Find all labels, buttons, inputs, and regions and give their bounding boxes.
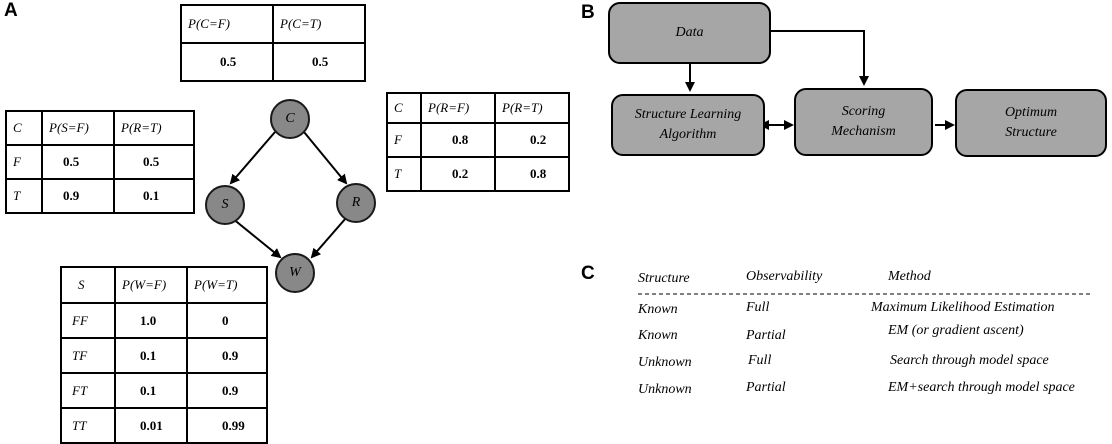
edge-data-scoring	[769, 30, 869, 86]
cpt-wetgrass-header: P(W=F)	[114, 266, 188, 304]
cpt-wetgrass-cell: TF	[60, 337, 116, 374]
cpt-wetgrass-cell: 0.01	[114, 407, 188, 444]
cpt-rain-cell: 0.2	[494, 122, 570, 158]
edge-c-s	[229, 131, 276, 185]
cpt-cloudy-header: P(C=F)	[180, 4, 274, 44]
learning-cell: EM+search through model space	[888, 380, 1075, 395]
learning-cell: Unknown	[638, 382, 692, 397]
learning-cell: Search through model space	[890, 353, 1049, 368]
panel-label-a: A	[4, 0, 18, 21]
cpt-sprinkler-cell: 0.5	[41, 144, 115, 180]
cpt-wetgrass-cell: 0	[186, 302, 268, 339]
cpt-wetgrass-cell: TT	[60, 407, 116, 444]
cpt-wetgrass-cell: FF	[60, 302, 116, 339]
cpt-rain-header: P(R=F)	[420, 92, 496, 124]
cpt-rain-cell: 0.8	[494, 156, 570, 192]
cpt-sprinkler-cell: 0.9	[41, 178, 115, 214]
cpt-rain-cell: T	[386, 156, 422, 192]
panel-label-c: C	[581, 263, 595, 284]
edge-c-r	[303, 131, 348, 185]
learning-cell: Known	[638, 302, 678, 317]
node-sprinkler: S	[205, 185, 245, 225]
learning-cell: Partial	[746, 380, 786, 395]
cpt-sprinkler-cell: F	[5, 144, 43, 180]
cpt-cloudy: P(C=F) P(C=T) 0.5 0.5	[180, 4, 366, 82]
cpt-sprinkler-cell: 0.5	[113, 144, 195, 180]
flow-box-data: Data	[608, 2, 771, 64]
cpt-cloudy-cell: 0.5	[272, 42, 366, 82]
cpt-rain-cell: F	[386, 122, 422, 158]
flow-box-scoring: Scoring Mechanism	[794, 88, 933, 156]
cpt-rain-header: P(R=T)	[494, 92, 570, 124]
cpt-wetgrass-header: P(W=T)	[186, 266, 268, 304]
cpt-rain-cell: 0.8	[420, 122, 496, 158]
learning-cell: EM (or gradient ascent)	[888, 323, 1024, 338]
flow-box-structure-learning: Structure Learning Algorithm	[611, 94, 765, 156]
node-rain: R	[336, 183, 376, 223]
learning-cell: Full	[746, 300, 770, 315]
flow-box-optimum: Optimum Structure	[955, 89, 1107, 157]
learning-header-observability: Observability	[746, 269, 823, 284]
cpt-sprinkler-header: C	[5, 110, 43, 146]
learning-cell: Full	[748, 353, 772, 368]
cpt-rain-cell: 0.2	[420, 156, 496, 192]
cpt-sprinkler-cell: 0.1	[113, 178, 195, 214]
cpt-wetgrass-cell: 0.1	[114, 372, 188, 409]
cpt-sprinkler-header: P(S=F)	[41, 110, 115, 146]
cpt-cloudy-header: P(C=T)	[272, 4, 366, 44]
learning-cell: Partial	[746, 328, 786, 343]
cpt-rain: C P(R=F) P(R=T) F 0.8 0.2 T 0.2 0.8	[386, 92, 570, 192]
cpt-wetgrass-cell: 0.9	[186, 372, 268, 409]
cpt-sprinkler: C P(S=F) P(R=T) F 0.5 0.5 T 0.9 0.1	[5, 110, 195, 214]
learning-cell: Known	[638, 328, 678, 343]
cpt-wetgrass: S P(W=F) P(W=T) FF 1.0 0 TF 0.1 0.9 FT 0…	[60, 266, 268, 444]
cpt-sprinkler-cell: T	[5, 178, 43, 214]
cpt-wetgrass-cell: 1.0	[114, 302, 188, 339]
learning-cell: Unknown	[638, 355, 692, 370]
learning-cell: Maximum Likelihood Estimation	[871, 300, 1055, 315]
node-cloudy: C	[270, 99, 310, 139]
cpt-wetgrass-cell: 0.99	[186, 407, 268, 444]
cpt-sprinkler-header: P(R=T)	[113, 110, 195, 146]
edge-s-w	[231, 217, 282, 259]
cpt-wetgrass-cell: 0.1	[114, 337, 188, 374]
edge-r-w	[310, 217, 347, 259]
cpt-wetgrass-cell: 0.9	[186, 337, 268, 374]
cpt-wetgrass-header: S	[60, 266, 116, 304]
learning-header-method: Method	[888, 269, 931, 284]
learning-header-structure: Structure	[638, 271, 690, 286]
cpt-rain-header: C	[386, 92, 422, 124]
cpt-wetgrass-cell: FT	[60, 372, 116, 409]
node-wetgrass: W	[275, 253, 315, 293]
cpt-cloudy-cell: 0.5	[180, 42, 274, 82]
panel-label-b: B	[581, 2, 595, 23]
